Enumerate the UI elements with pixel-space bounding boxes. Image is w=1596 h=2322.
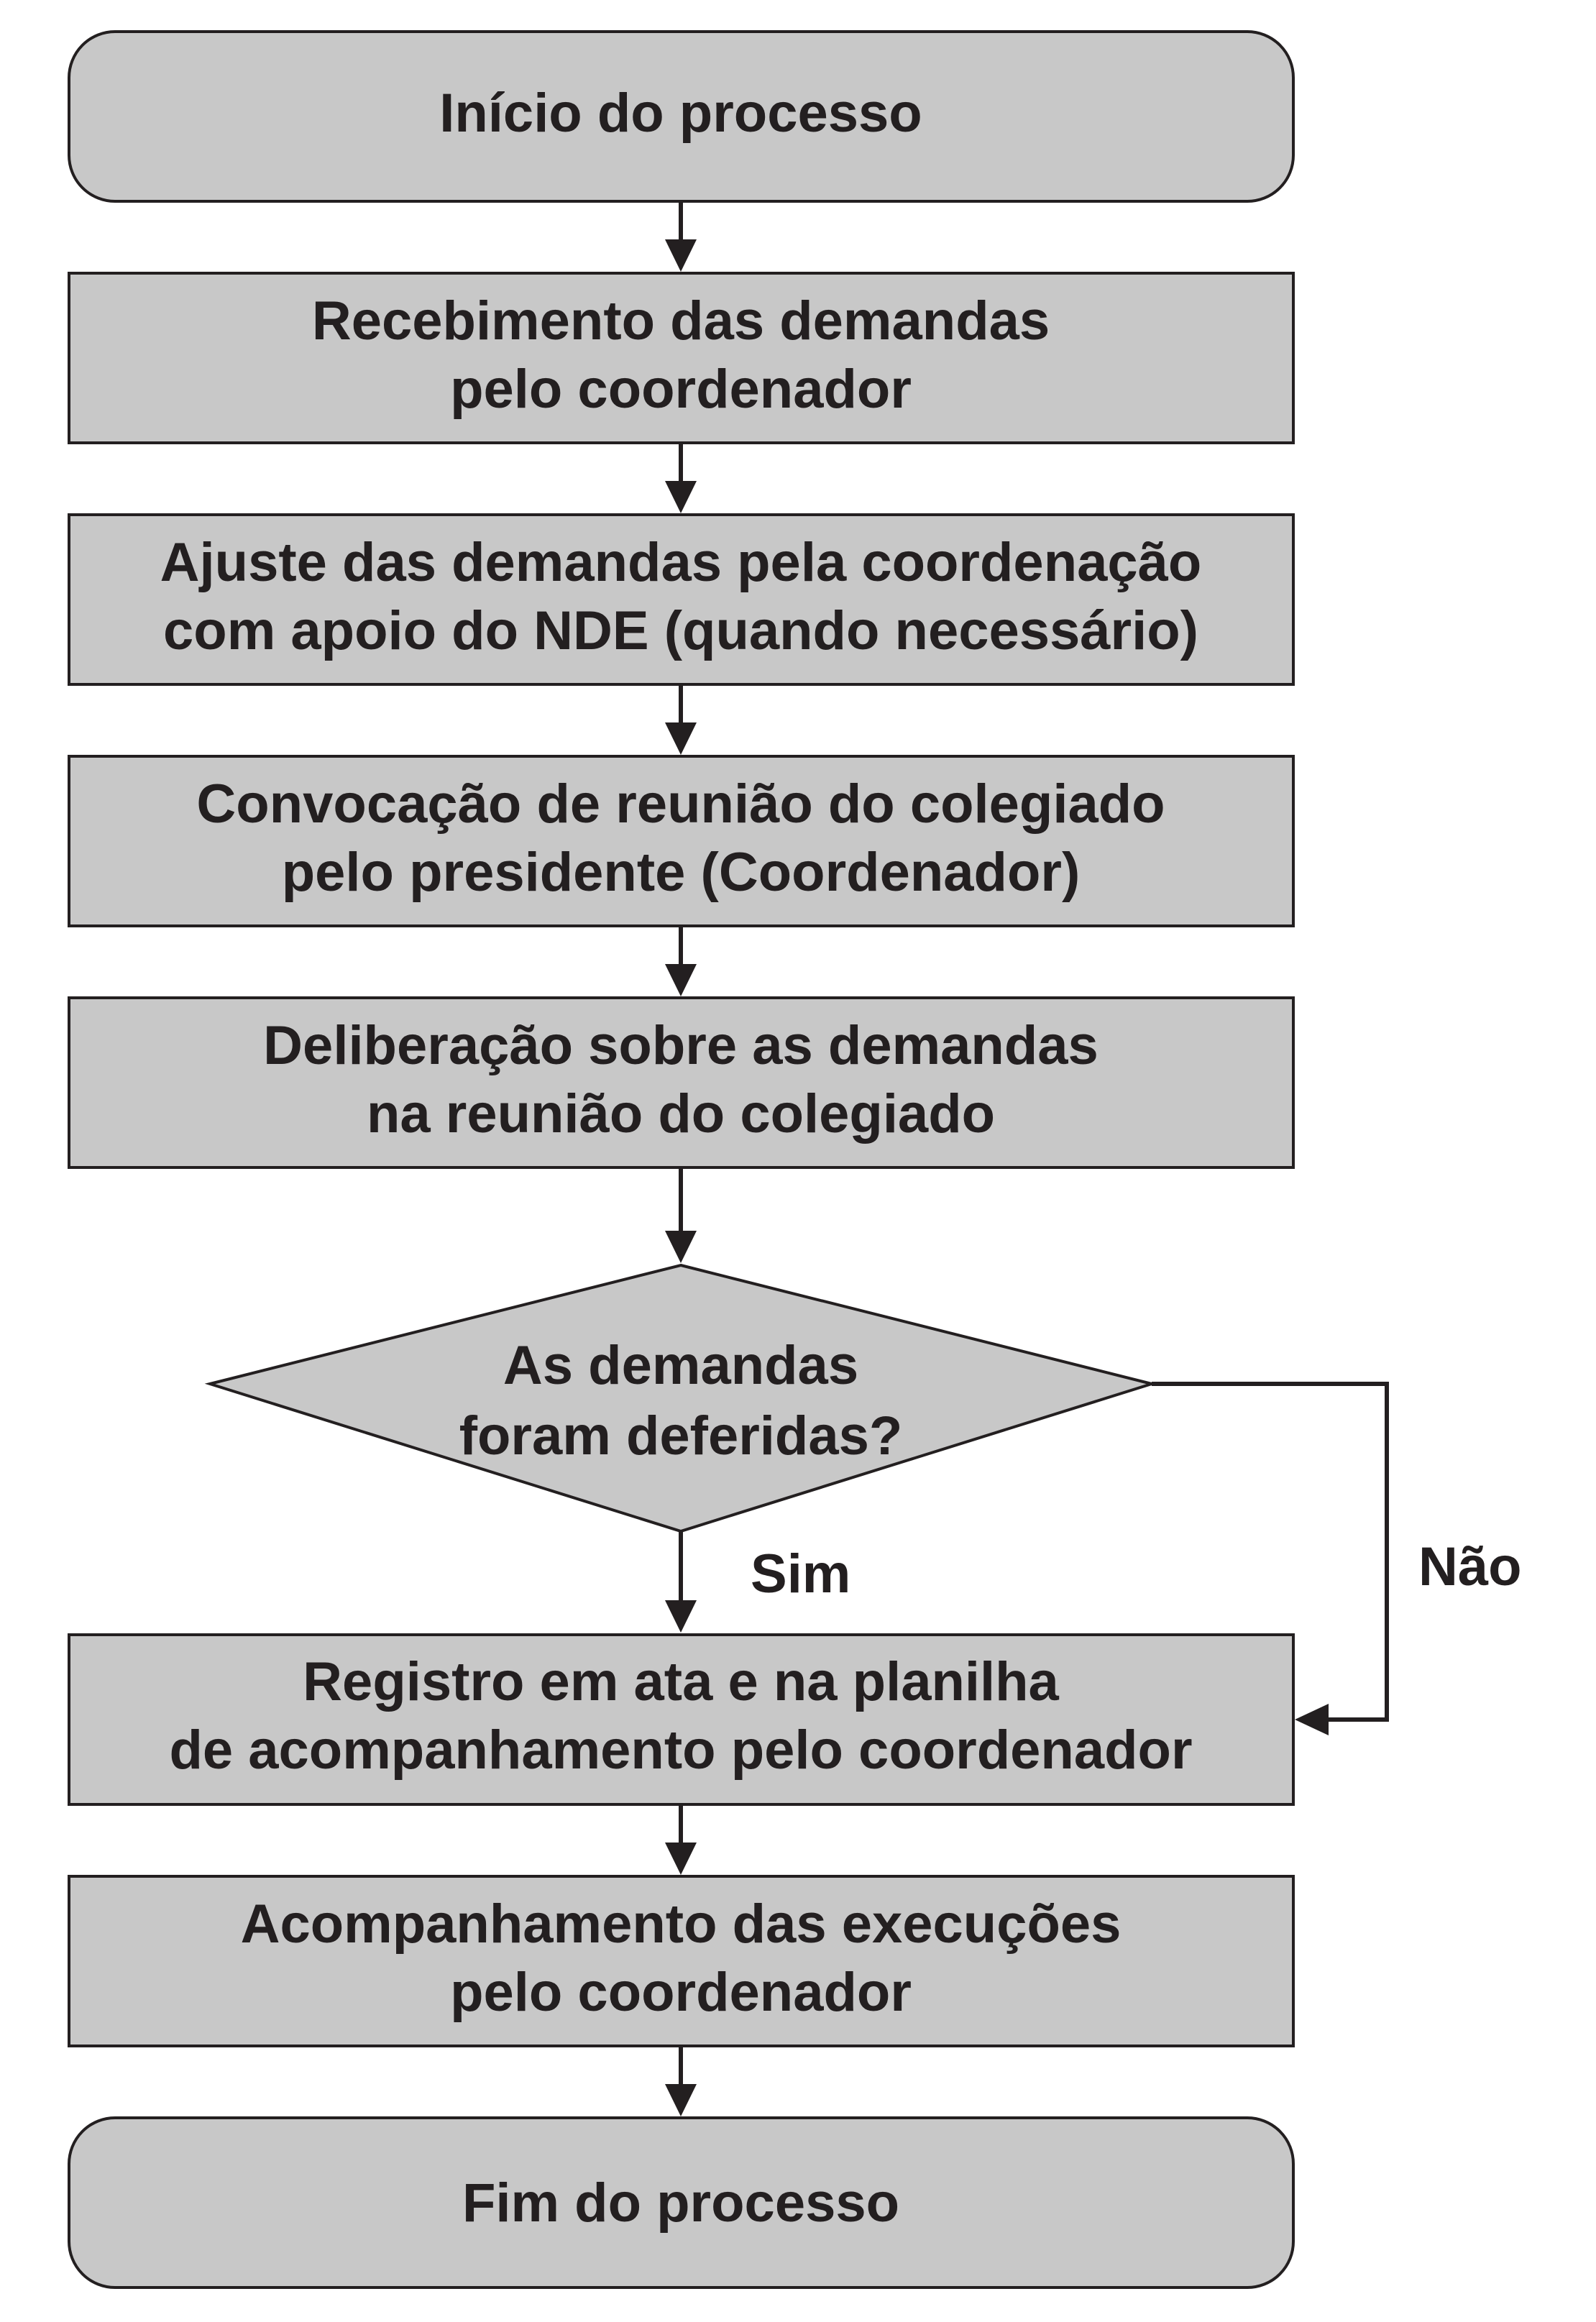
step-receive-demands: Recebimento das demandas pelo coordenado… <box>68 272 1295 444</box>
step-record-minutes-line1: Registro em ata e na planilha <box>303 1651 1059 1712</box>
arrow-step3-to-step4 <box>665 926 697 996</box>
arrow-step5-to-step6 <box>665 1804 697 1875</box>
arrow-step1-to-step2 <box>665 443 697 513</box>
step-adjust-demands-line1: Ajuste das demandas pela coordenação <box>160 532 1202 593</box>
yes-branch-label: Sim <box>751 1543 850 1605</box>
step-convene-meeting: Convocação de reunião do colegiado pelo … <box>68 755 1295 927</box>
step-receive-demands-line1: Recebimento das demandas <box>312 290 1050 352</box>
step-follow-up: Acompanhamento das execuções pelo coorde… <box>68 1875 1295 2047</box>
step-receive-demands-line2: pelo coordenador <box>450 359 912 420</box>
step-convene-meeting-line2: pelo presidente (Coordenador) <box>282 842 1081 903</box>
end-label: Fim do processo <box>462 2172 899 2234</box>
decision-line2: foram deferidas? <box>459 1405 903 1467</box>
no-branch-label: Não <box>1418 1536 1522 1597</box>
start-label: Início do processo <box>439 83 922 144</box>
step-adjust-demands-line2: com apoio do NDE (quando necessário) <box>163 600 1198 661</box>
step-follow-up-line2: pelo coordenador <box>450 1962 912 2023</box>
arrow-step2-to-step3 <box>665 684 697 755</box>
arrow-step6-to-end <box>665 2046 697 2116</box>
step-deliberation-line1: Deliberação sobre as demandas <box>263 1015 1099 1076</box>
start-terminal: Início do processo <box>68 30 1295 203</box>
end-terminal: Fim do processo <box>68 2116 1295 2289</box>
step-record-minutes: Registro em ata e na planilha de acompan… <box>68 1633 1295 1806</box>
arrow-decision-no <box>1152 1382 1389 1735</box>
step-follow-up-line1: Acompanhamento das execuções <box>241 1894 1122 1955</box>
step-deliberation-line2: na reunião do colegiado <box>367 1083 995 1144</box>
arrow-start-to-step1 <box>665 201 697 272</box>
arrow-decision-yes <box>665 1531 697 1633</box>
step-convene-meeting-line1: Convocação de reunião do colegiado <box>196 774 1165 835</box>
step-adjust-demands: Ajuste das demandas pela coordenação com… <box>68 513 1295 686</box>
step-record-minutes-line2: de acompanhamento pelo coordenador <box>169 1720 1192 1781</box>
step-deliberation: Deliberação sobre as demandas na reunião… <box>68 996 1295 1169</box>
decision-demands-approved: As demandas foram deferidas? <box>204 1263 1157 1533</box>
arrow-step4-to-decision <box>665 1167 697 1263</box>
decision-line1: As demandas <box>503 1335 858 1396</box>
